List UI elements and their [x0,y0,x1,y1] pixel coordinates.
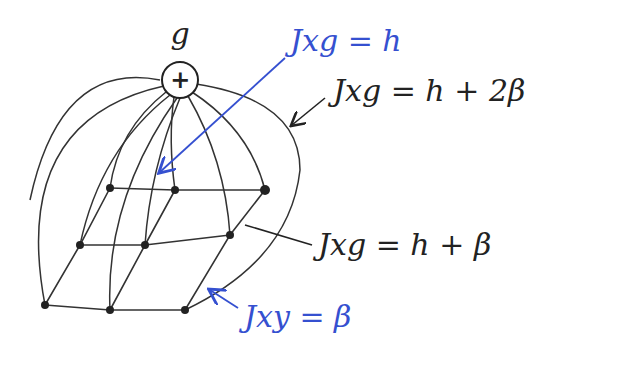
leader-arrow [160,58,285,172]
leader-line [245,225,312,245]
coupling-label: Jxg = h + β [318,228,491,261]
node-symbol: + [170,67,190,93]
lattice-sites [41,184,270,314]
grid-lines [45,188,265,310]
leader-arrow [210,290,238,308]
coupling-label: Jxy = β [244,300,351,333]
leader-arrow [292,98,325,125]
coupling-label: Jxg = h [290,24,402,57]
coupling-label: Jxg = h + 2β [333,74,525,107]
node-heading: g [171,17,190,50]
coupling-curves [30,78,300,311]
